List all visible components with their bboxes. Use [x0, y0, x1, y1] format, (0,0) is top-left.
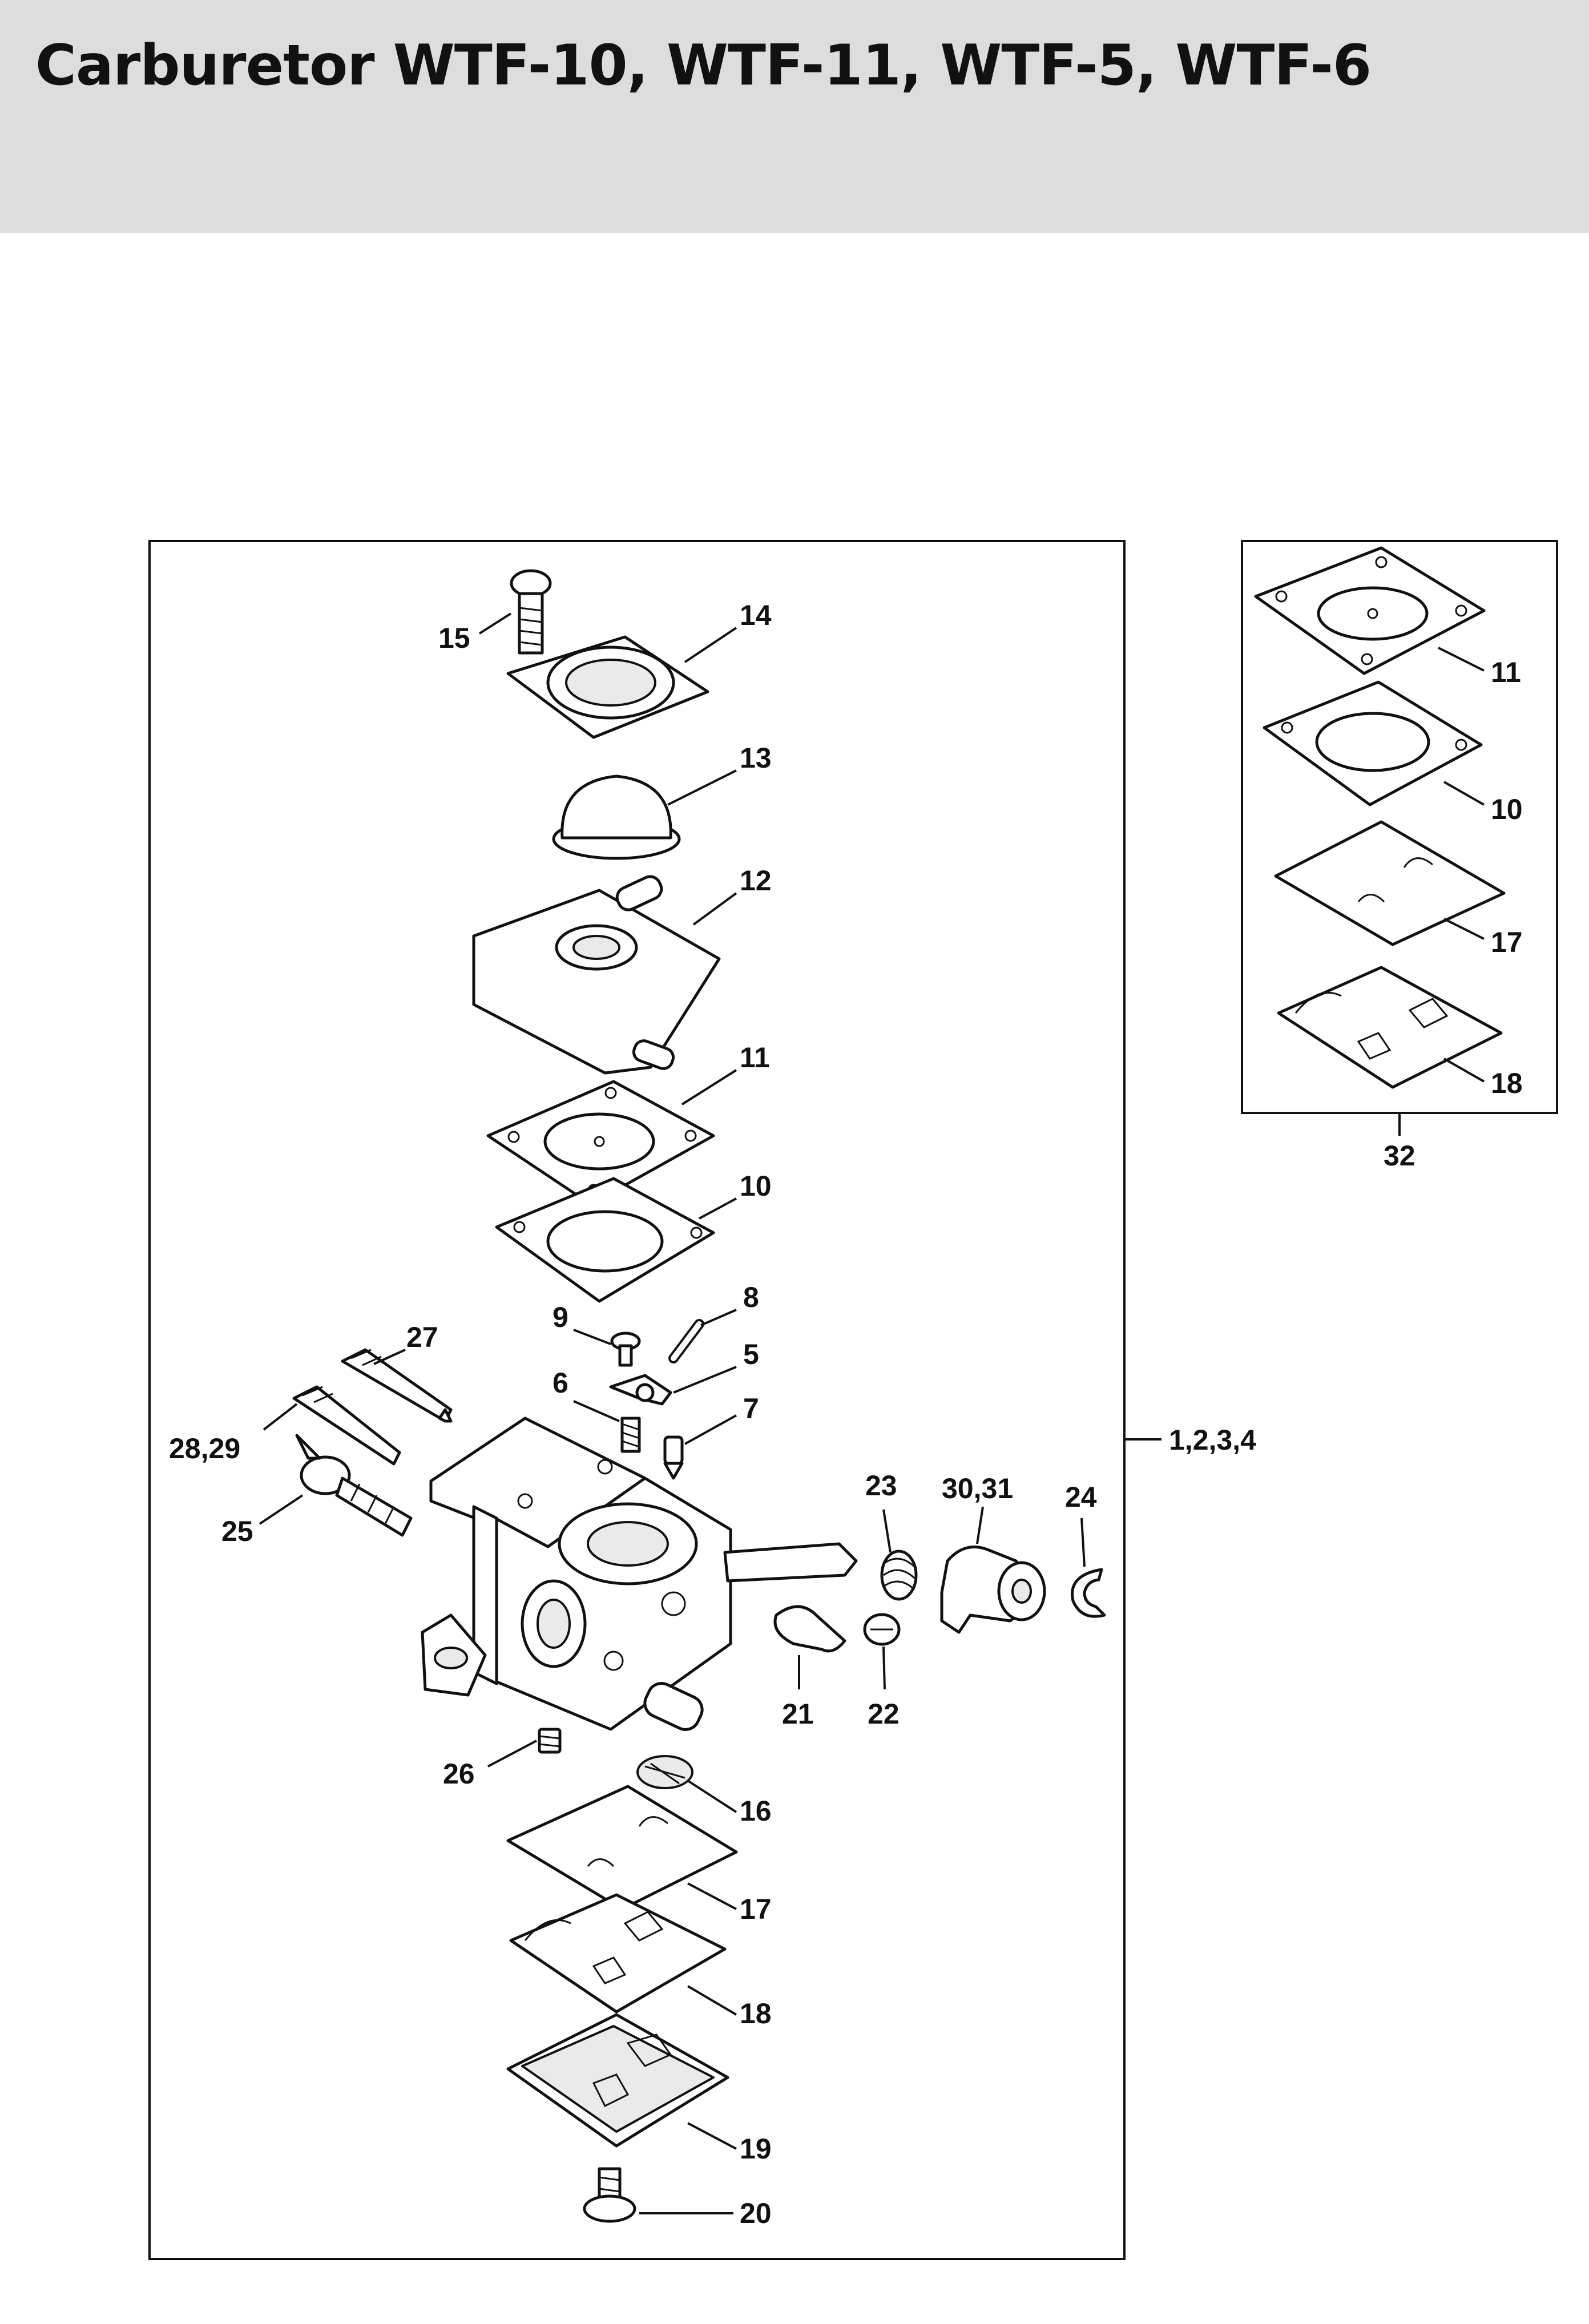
kit-callout-32: 32 — [1384, 1140, 1415, 1172]
callout-6: 6 — [552, 1367, 568, 1399]
part-20-screw — [583, 2167, 636, 2223]
part-5-inlet-lever — [609, 1374, 672, 1406]
kit-part-17-metering-diaphragm — [1274, 820, 1506, 946]
callout-27: 27 — [406, 1321, 438, 1353]
part-15-screw — [510, 569, 552, 655]
kit-part-11-diaphragm — [1254, 546, 1486, 675]
part-6-spring — [620, 1417, 641, 1453]
callout-30-31: 30,31 — [942, 1472, 1013, 1504]
callout-7: 7 — [743, 1393, 759, 1425]
callout-22: 22 — [868, 1698, 900, 1730]
part-24-e-clip — [1071, 1568, 1106, 1618]
part-9-screw — [610, 1332, 641, 1367]
part-27-adjusting-screw — [341, 1348, 453, 1423]
callout-8: 8 — [743, 1281, 759, 1313]
part-11-diaphragm — [486, 1080, 715, 1206]
part-12-pump-housing — [472, 875, 721, 1075]
part-14-pump-cover — [506, 635, 709, 739]
kit-callout-17: 17 — [1491, 926, 1523, 958]
kit-callout-18: 18 — [1491, 1067, 1523, 1099]
part-30-31-shaft-bushing — [940, 1546, 1046, 1634]
part-25-idle-speed-screw — [295, 1434, 413, 1537]
callout-24: 24 — [1065, 1481, 1097, 1513]
part-19-end-cover — [506, 2013, 729, 2148]
header-banner: Carburetor WTF-10, WTF-11, WTF-5, WTF-6 — [0, 0, 1589, 233]
carburetor-body — [421, 1417, 858, 1731]
callout-26: 26 — [443, 1758, 475, 1790]
kit-part-10-gasket — [1263, 680, 1483, 806]
callout-18: 18 — [740, 1998, 772, 2030]
kit-callout-11: 11 — [1491, 656, 1521, 688]
callout-1-2-3-4: 1,2,3,4 — [1169, 1424, 1256, 1456]
part-22-screw — [863, 1613, 901, 1646]
part-28-29-adjusting-screw — [292, 1385, 401, 1466]
part-21-lever — [773, 1605, 846, 1653]
part-17-metering-diaphragm — [506, 1785, 738, 1911]
callout-9: 9 — [552, 1301, 568, 1333]
part-26-plug — [538, 1728, 562, 1754]
callout-13: 13 — [740, 742, 772, 774]
part-7-inlet-needle — [663, 1435, 684, 1480]
callout-5: 5 — [743, 1338, 759, 1370]
callout-19: 19 — [740, 2133, 772, 2165]
part-16-fuel-screen — [636, 1755, 693, 1789]
callout-16: 16 — [740, 1795, 772, 1827]
callout-17: 17 — [740, 1893, 772, 1925]
part-18-gasket — [509, 1893, 727, 2014]
callout-28-29: 28,29 — [169, 1433, 240, 1464]
callout-14: 14 — [740, 599, 772, 631]
callout-20: 20 — [740, 2197, 772, 2229]
callout-23: 23 — [865, 1470, 897, 1502]
callout-15: 15 — [438, 622, 470, 654]
callout-12: 12 — [740, 865, 772, 897]
part-10-gasket — [495, 1177, 715, 1303]
page-title: Carburetor WTF-10, WTF-11, WTF-5, WTF-6 — [35, 33, 1372, 98]
callout-25: 25 — [221, 1515, 253, 1547]
callout-10: 10 — [740, 1170, 772, 1202]
callout-21: 21 — [782, 1698, 814, 1730]
main-diagram-frame — [148, 540, 1126, 2260]
kit-part-18-gasket — [1277, 966, 1503, 1089]
kit-callout-10: 10 — [1491, 793, 1523, 825]
part-13-primer-bulb — [552, 774, 681, 860]
part-23-torsion-spring — [880, 1550, 918, 1601]
callout-11: 11 — [740, 1042, 770, 1074]
